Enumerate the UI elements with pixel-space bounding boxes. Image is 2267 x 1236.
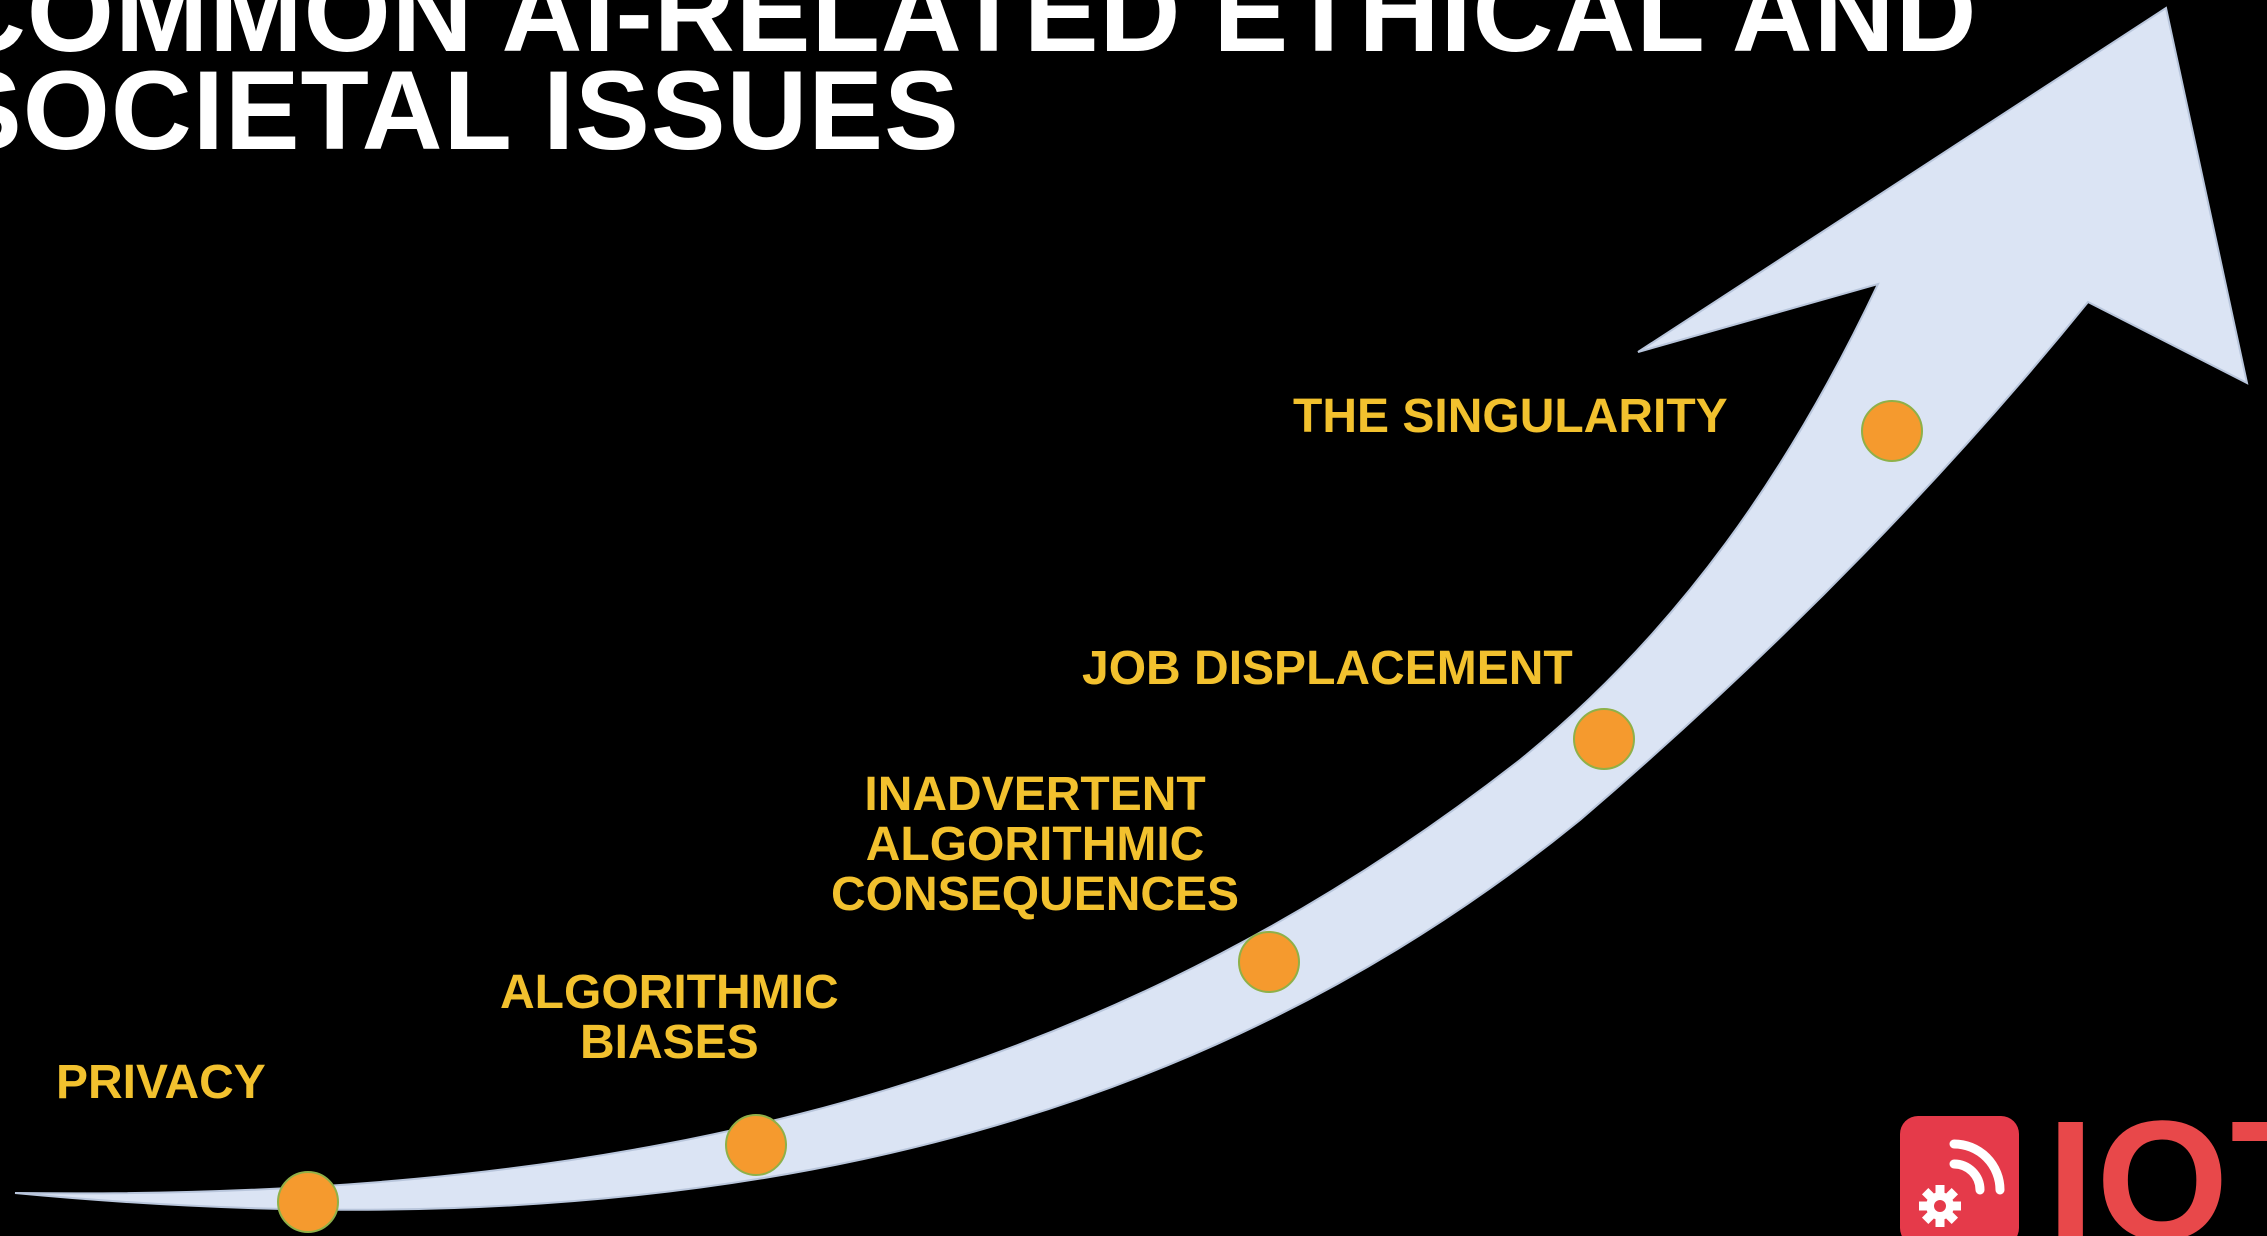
issue-label-singularity: THE SINGULARITY xyxy=(1293,392,1728,442)
issue-label-line: ALGORITHMIC xyxy=(500,966,839,1019)
issue-label-inadvertent-consequences: INADVERTENT ALGORITHMIC CONSEQUENCES xyxy=(831,770,1239,920)
slide-title-line-1: COMMON AI-RELATED ETHICAL AND xyxy=(0,0,1978,75)
issue-marker-algorithmic-biases xyxy=(725,1114,787,1176)
issue-label-line: CONSEQUENCES xyxy=(831,868,1240,921)
logo-tile xyxy=(1900,1116,2019,1236)
growth-arrow-shape xyxy=(14,6,2249,1211)
issue-marker-singularity xyxy=(1861,400,1923,462)
issue-label-line: INADVERTENT xyxy=(864,768,1206,821)
logo-text: IOT xyxy=(2047,1086,2267,1236)
issue-marker-privacy xyxy=(277,1171,339,1233)
issue-marker-job-displacement xyxy=(1573,708,1635,770)
issue-label-line: ALGORITHMIC xyxy=(865,818,1205,871)
issue-label-line: THE SINGULARITY xyxy=(1293,390,1728,443)
slide-title-line-2: SOCIETAL ISSUES xyxy=(0,48,960,173)
issue-marker-inadvertent-consequences xyxy=(1238,931,1300,993)
issue-label-line: BIASES xyxy=(579,1016,759,1069)
gear-wifi-icon xyxy=(1919,1139,2005,1227)
issue-label-privacy: PRIVACY xyxy=(56,1058,266,1108)
issue-label-job-displacement: JOB DISPLACEMENT xyxy=(1082,644,1573,694)
slide-title: COMMON AI-RELATED ETHICAL AND SOCIETAL I… xyxy=(0,0,1978,173)
issue-label-algorithmic-biases: ALGORITHMIC BIASES xyxy=(500,968,839,1068)
issue-label-line: PRIVACY xyxy=(56,1056,266,1109)
issue-label-line: JOB DISPLACEMENT xyxy=(1082,642,1573,695)
